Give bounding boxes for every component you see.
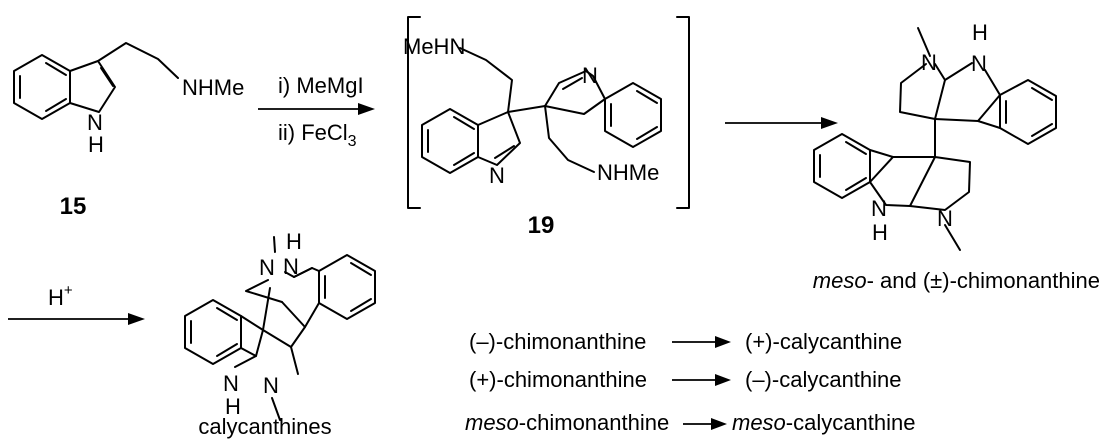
- nh-bottom-h-label-caly: H: [225, 394, 241, 419]
- indole-h-label: H: [88, 132, 104, 157]
- conversion-row-2: (+)-chimonanthine (–)-calycanthine: [469, 367, 902, 392]
- reaction-arrow-acid: [8, 313, 145, 325]
- right-bracket: [676, 16, 690, 209]
- nh-top-n-label: N: [971, 51, 987, 76]
- conversion-from-3: meso-chimonanthine: [465, 410, 669, 435]
- conversion-from-1: (–)-chimonanthine: [469, 329, 646, 354]
- nh-top-n-label-caly: N: [283, 254, 299, 279]
- conversion-to-3: meso-calycanthine: [732, 410, 915, 435]
- conversion-to-1: (+)-calycanthine: [745, 329, 902, 354]
- imine-n-top-label: N: [582, 63, 598, 88]
- reaction-arrow-1: [258, 103, 375, 115]
- left-bracket: [407, 16, 421, 209]
- n-methyl-bottom-label-caly: N: [263, 373, 279, 398]
- conversion-to-2: (–)-calycanthine: [745, 367, 902, 392]
- nhme-label: NHMe: [182, 75, 244, 100]
- conversion-from-2: (+)-chimonanthine: [469, 367, 647, 392]
- calycanthines-label: calycanthines: [198, 414, 331, 439]
- calycanthines-structure: N H N N H N: [184, 229, 376, 421]
- nh-bottom-n-label: N: [871, 196, 887, 221]
- chimonanthine-structure: N H N N H N: [813, 20, 1057, 251]
- mehn-label: MeHN: [403, 34, 465, 59]
- compound-19-label: 19: [528, 212, 555, 239]
- compound-15-label: 15: [60, 193, 87, 220]
- reaction-arrow-2: [725, 117, 838, 129]
- acid-label: H+: [48, 282, 73, 310]
- compound-15-structure: NHMe N H: [13, 42, 244, 157]
- conversion-row-3: meso-chimonanthine meso-calycanthine: [465, 410, 915, 435]
- n-methyl-top-label: N: [921, 50, 937, 75]
- n-methyl-bottom-label: N: [937, 206, 953, 231]
- intermediate-19-structure: MeHN N N NHMe: [403, 34, 662, 188]
- reagent-step-2: ii) FeCl3: [278, 120, 357, 150]
- indole-n-label: N: [87, 110, 103, 135]
- conversion-row-1: (–)-chimonanthine (+)-calycanthine: [469, 329, 902, 354]
- reagent-step-1: i) MeMgI: [278, 73, 364, 98]
- imine-n-bottom-label: N: [489, 163, 505, 188]
- nhme-label-19: NHMe: [597, 160, 659, 185]
- nh-bottom-h-label: H: [872, 220, 888, 245]
- n-methyl-top-label-caly: N: [259, 255, 275, 280]
- nh-top-h-label-caly: H: [286, 229, 302, 254]
- chimonanthine-label: meso- and (±)-chimonanthine: [813, 268, 1100, 293]
- nh-bottom-n-label-caly: N: [223, 371, 239, 396]
- nh-top-h-label: H: [972, 20, 988, 45]
